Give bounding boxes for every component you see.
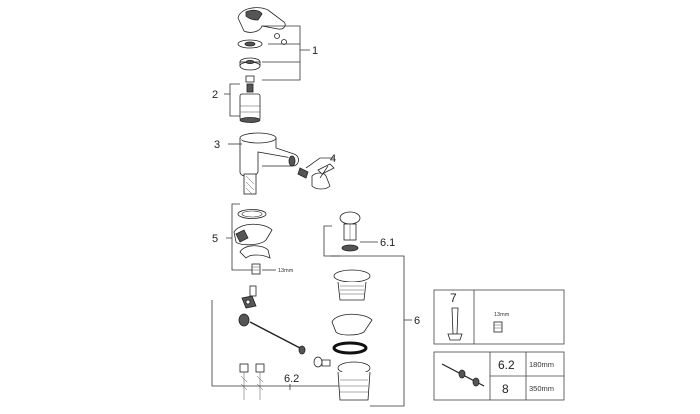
wrench-icon bbox=[447, 307, 463, 341]
leader-line-5 bbox=[226, 203, 252, 271]
mounting-gasket-ring bbox=[237, 209, 267, 219]
waste-flange bbox=[333, 269, 371, 301]
waste-body bbox=[337, 361, 371, 401]
pop-up-plug bbox=[339, 211, 361, 252]
callout-6-2: 6.2 bbox=[284, 373, 299, 385]
callout-6-1: 6.1 bbox=[380, 237, 395, 249]
threaded-stud-icon bbox=[493, 321, 503, 333]
mounting-plate bbox=[233, 223, 273, 246]
callout-2: 2 bbox=[212, 89, 218, 101]
callout-3: 3 bbox=[214, 139, 220, 151]
aerator-nozzle bbox=[297, 163, 335, 190]
inset-row-1-length: 180mm bbox=[529, 360, 554, 369]
leader-line-2 bbox=[224, 83, 240, 117]
inset-7-dimension: 13mm bbox=[494, 312, 510, 318]
inset-box-lengths: 6.2 180mm 8 350mm bbox=[433, 351, 565, 401]
flange-washer bbox=[331, 313, 373, 336]
inset-row-1-number: 6.2 bbox=[498, 358, 515, 372]
waste-o-ring bbox=[332, 341, 368, 355]
inset-row-2-length: 350mm bbox=[529, 384, 554, 393]
leader-line-1 bbox=[262, 25, 310, 81]
connector-piece bbox=[241, 285, 257, 309]
inset-row-2-number: 8 bbox=[502, 382, 509, 396]
lift-rod-icon bbox=[441, 363, 485, 387]
horseshoe-washer bbox=[239, 245, 271, 259]
inset-box-7: 7 13mm bbox=[433, 289, 565, 345]
callout-4: 4 bbox=[330, 153, 336, 165]
threaded-stud bbox=[251, 263, 261, 275]
dimension-label: 13mm bbox=[278, 268, 294, 274]
flexible-hoses bbox=[239, 363, 265, 400]
cartridge bbox=[239, 75, 261, 123]
callout-6: 6 bbox=[414, 315, 420, 327]
inset-7-number: 7 bbox=[450, 291, 457, 305]
callout-1: 1 bbox=[312, 45, 318, 57]
leader-line-6 bbox=[330, 255, 412, 407]
leader-line-62 bbox=[211, 300, 340, 390]
retaining-nut bbox=[239, 57, 261, 71]
leader-line-4 bbox=[305, 157, 334, 179]
pivot-rod bbox=[238, 313, 331, 368]
faucet-body bbox=[239, 132, 299, 195]
callout-5: 5 bbox=[212, 233, 218, 245]
cap-ring bbox=[237, 39, 263, 49]
